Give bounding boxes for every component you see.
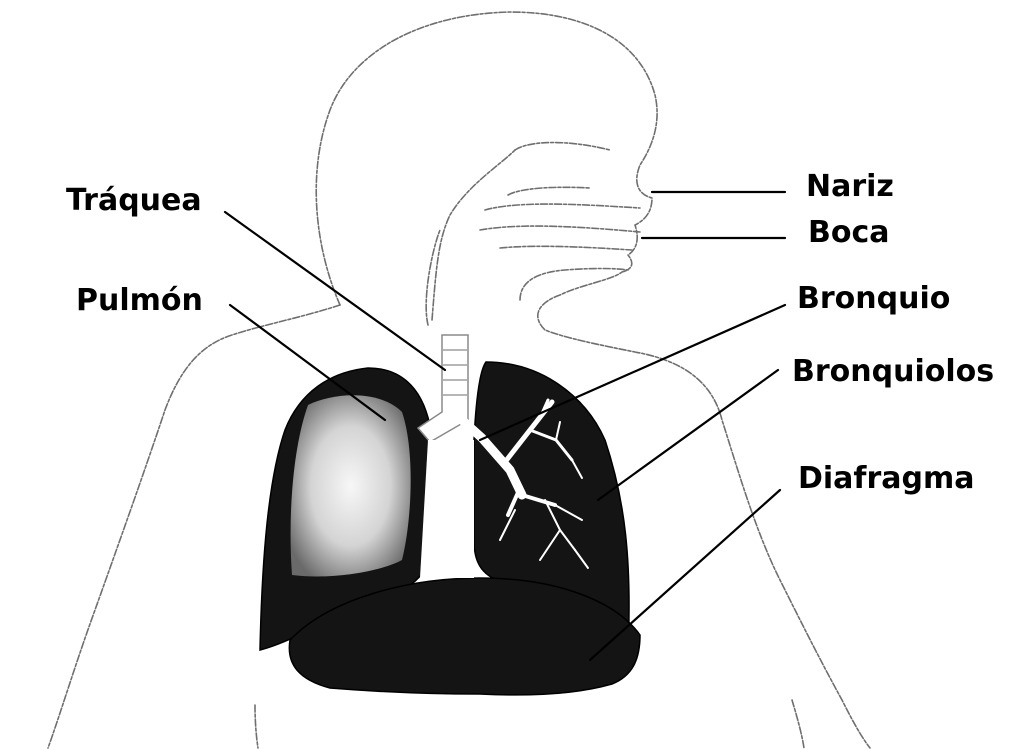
label-traquea: Tráquea — [66, 183, 202, 218]
leader-bronquiolos — [598, 370, 778, 500]
trachea — [418, 335, 468, 442]
label-pulmon: Pulmón — [76, 283, 203, 318]
mediastinum — [420, 440, 474, 578]
label-bronquiolos: Bronquiolos — [792, 354, 994, 389]
lung-highlight — [291, 395, 411, 576]
label-bronquio: Bronquio — [797, 281, 950, 316]
leader-traquea — [225, 212, 445, 370]
label-boca: Boca — [808, 215, 890, 250]
label-nariz: Nariz — [806, 169, 894, 204]
label-diafragma: Diafragma — [798, 461, 975, 496]
